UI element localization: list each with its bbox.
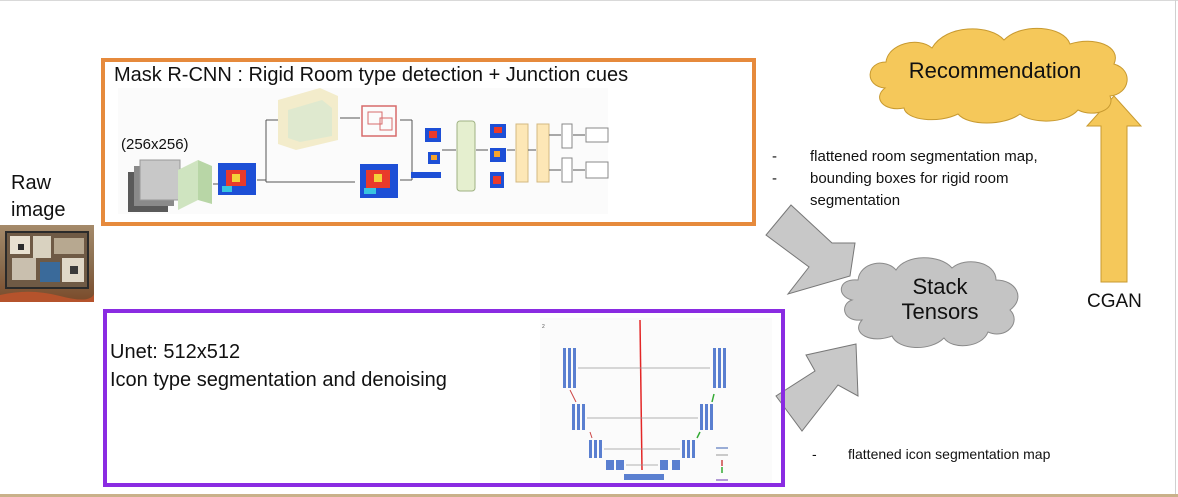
arrow-mask-to-stack	[765, 204, 856, 295]
raw-image-label-line2: image	[11, 199, 66, 221]
unet-title: Unet: 512x512	[110, 341, 241, 363]
list-item: - bounding boxes for rigid room	[772, 168, 1092, 190]
mask-rcnn-box	[101, 58, 756, 226]
stack-tensors-line1: Stack	[912, 274, 968, 299]
cgan-arrow	[1085, 95, 1143, 283]
unet-subtitle: Icon type segmentation and denoising	[110, 369, 447, 391]
raw-image-thumbnail	[0, 225, 94, 302]
stack-tensors-cloud	[841, 257, 1019, 349]
list-item: - flattened room segmentation map,	[772, 146, 1092, 168]
svg-text:2: 2	[542, 324, 545, 330]
list-item-text: flattened room segmentation map,	[810, 148, 1038, 165]
list-item-text: segmentation	[810, 192, 901, 209]
bullet-dash: -	[772, 170, 777, 187]
bullet-dash: -	[812, 446, 817, 462]
bottom-divider	[0, 494, 1178, 497]
recommendation-label: Recommendation	[908, 58, 1082, 83]
input-size-label: (256x256)	[121, 136, 189, 153]
bullet-dash: -	[772, 148, 777, 165]
cgan-label: CGAN	[1087, 291, 1142, 312]
recommendation-cloud	[869, 27, 1128, 124]
list-item-text: bounding boxes for rigid room	[810, 170, 1009, 187]
list-item: - flattened icon segmentation map	[812, 443, 1112, 463]
mask-rcnn-architecture-figure	[118, 88, 609, 214]
list-item-text: flattened icon segmentation map	[848, 446, 1051, 462]
unet-box	[103, 309, 785, 487]
raw-image-label: Raw image	[11, 170, 65, 224]
arrow-unet-to-stack	[775, 343, 859, 432]
stack-tensors-line2: Tensors	[901, 299, 979, 324]
right-divider	[1175, 0, 1176, 497]
top-divider	[0, 0, 1178, 1]
raw-image-label-line1: Raw	[11, 172, 52, 194]
mask-rcnn-title: Mask R-CNN : Rigid Room type detection +…	[114, 64, 629, 86]
unet-architecture-figure: 2	[540, 318, 772, 486]
list-item-continuation: segmentation	[772, 190, 1092, 212]
stack-tensors-label: Stack Tensors	[880, 274, 1000, 324]
